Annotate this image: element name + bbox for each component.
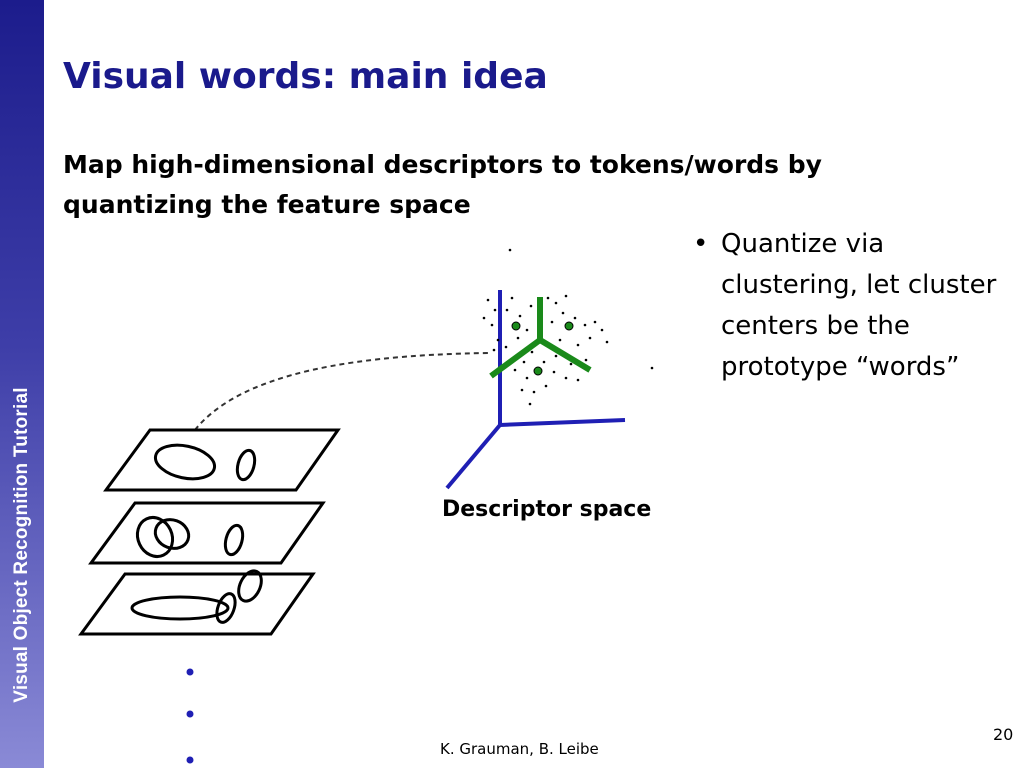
slide-subtitle: Map high-dimensional descriptors to toke… [63, 150, 822, 219]
image-plane-middle [88, 501, 326, 565]
ellipsis-dot [186, 756, 194, 764]
slide-title: Visual words: main idea [63, 56, 548, 97]
cluster-boundaries [489, 297, 592, 379]
image-plane-top [103, 428, 341, 492]
cluster-centers [511, 321, 574, 376]
ellipsis-dot [186, 668, 194, 676]
ellipsis-dot [186, 710, 194, 718]
descriptor-axes [445, 290, 626, 490]
bullet-list: • Quantize via clustering, let cluster c… [693, 224, 1013, 388]
image-plane-bottom [78, 569, 316, 636]
mapping-curve [184, 352, 491, 446]
bullet-marker: • [693, 229, 709, 259]
bullet-text: Quantize via clustering, let cluster cen… [721, 229, 997, 382]
descriptor-space-label: Descriptor space [442, 497, 652, 522]
bullet-item: • Quantize via clustering, let cluster c… [693, 224, 1013, 388]
footer-authors: K. Grauman, B. Leibe [440, 740, 599, 758]
visual-words-diagram [78, 248, 654, 764]
sidebar: Visual Object Recognition Tutorial [0, 0, 44, 768]
page-number: 20 [993, 725, 1014, 744]
